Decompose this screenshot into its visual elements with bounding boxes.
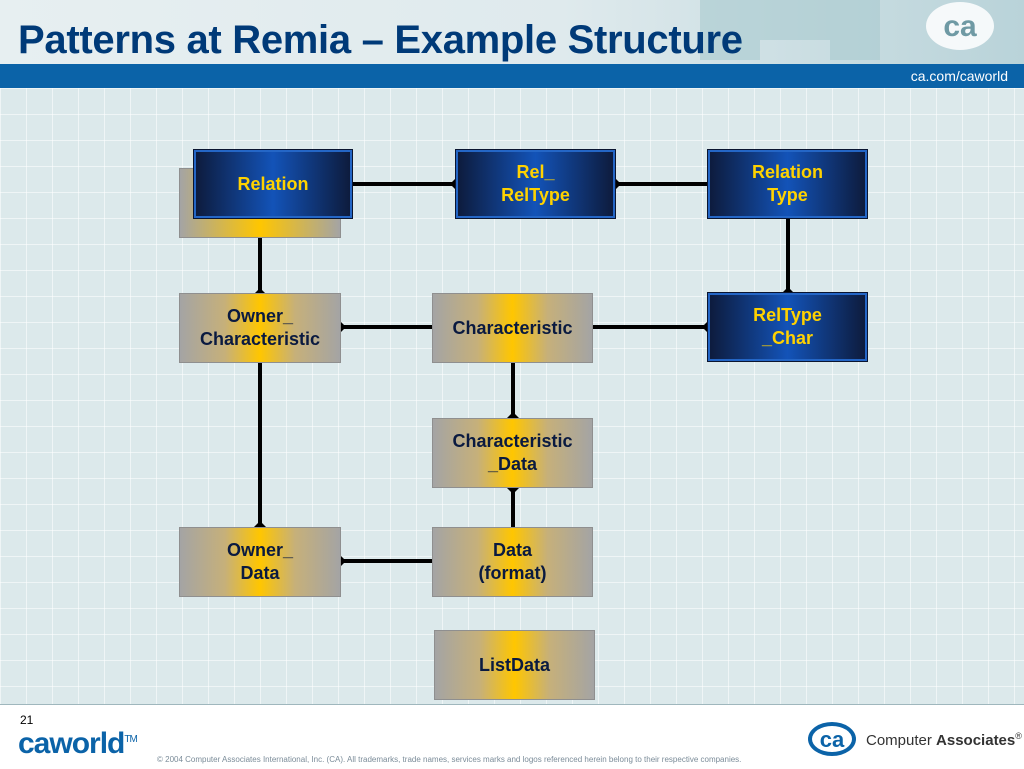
header-url[interactable]: ca.com/caworld <box>910 68 1008 84</box>
node-rel-reltype[interactable]: Rel_ RelType <box>455 149 616 219</box>
company-name-first: Computer <box>866 732 937 749</box>
decorative-square <box>760 0 830 40</box>
node-label: Relation <box>237 173 309 194</box>
node-characteristic-data[interactable]: Characteristic _Data <box>432 418 593 488</box>
node-label: ListData <box>478 654 550 675</box>
node-listdata[interactable]: ListData <box>434 630 595 700</box>
node-label: RelType _Char <box>753 305 822 348</box>
node-label: Characteristic <box>452 317 573 338</box>
ca-logo-icon: ca <box>926 2 994 50</box>
node-relation[interactable]: Relation <box>193 149 353 219</box>
ca-badge-icon: ca <box>808 722 856 756</box>
node-owner-characteristic[interactable]: Owner_ Characteristic <box>179 293 341 363</box>
node-label: Characteristic _Data <box>452 431 573 474</box>
company-name: Computer Associates® <box>866 731 1022 749</box>
header-band <box>0 64 1024 88</box>
node-reltype-char[interactable]: RelType _Char <box>707 292 868 362</box>
node-label: Owner_ Data <box>226 540 294 583</box>
node-label: Rel_ RelType <box>501 162 570 205</box>
node-data-format[interactable]: Data (format) <box>432 527 593 597</box>
slide-footer: 21 caworldTM © 2004 Computer Associates … <box>0 704 1024 769</box>
node-label: Relation Type <box>751 162 823 205</box>
page-number: 21 <box>20 713 34 727</box>
registered-mark: ® <box>1015 731 1022 741</box>
decorative-square <box>700 0 760 60</box>
node-relation-type[interactable]: Relation Type <box>707 149 868 219</box>
node-owner-data[interactable]: Owner_ Data <box>179 527 341 597</box>
caworld-text: caworld <box>18 727 125 760</box>
company-name-second: Associates <box>936 732 1016 749</box>
decorative-square <box>830 0 880 60</box>
node-label: Owner_ Characteristic <box>199 306 321 349</box>
svg-text:ca: ca <box>820 727 845 752</box>
page-title: Patterns at Remia – Example Structure <box>18 18 743 62</box>
caworld-logo: caworldTM <box>18 727 138 761</box>
node-label: Data (format) <box>478 540 547 583</box>
trademark-mark: TM <box>124 734 137 745</box>
node-characteristic[interactable]: Characteristic <box>432 293 593 363</box>
slide-header: ca Patterns at Remia – Example Structure… <box>0 0 1024 88</box>
copyright-notice: © 2004 Computer Associates International… <box>157 755 742 764</box>
svg-text:ca: ca <box>943 10 977 43</box>
